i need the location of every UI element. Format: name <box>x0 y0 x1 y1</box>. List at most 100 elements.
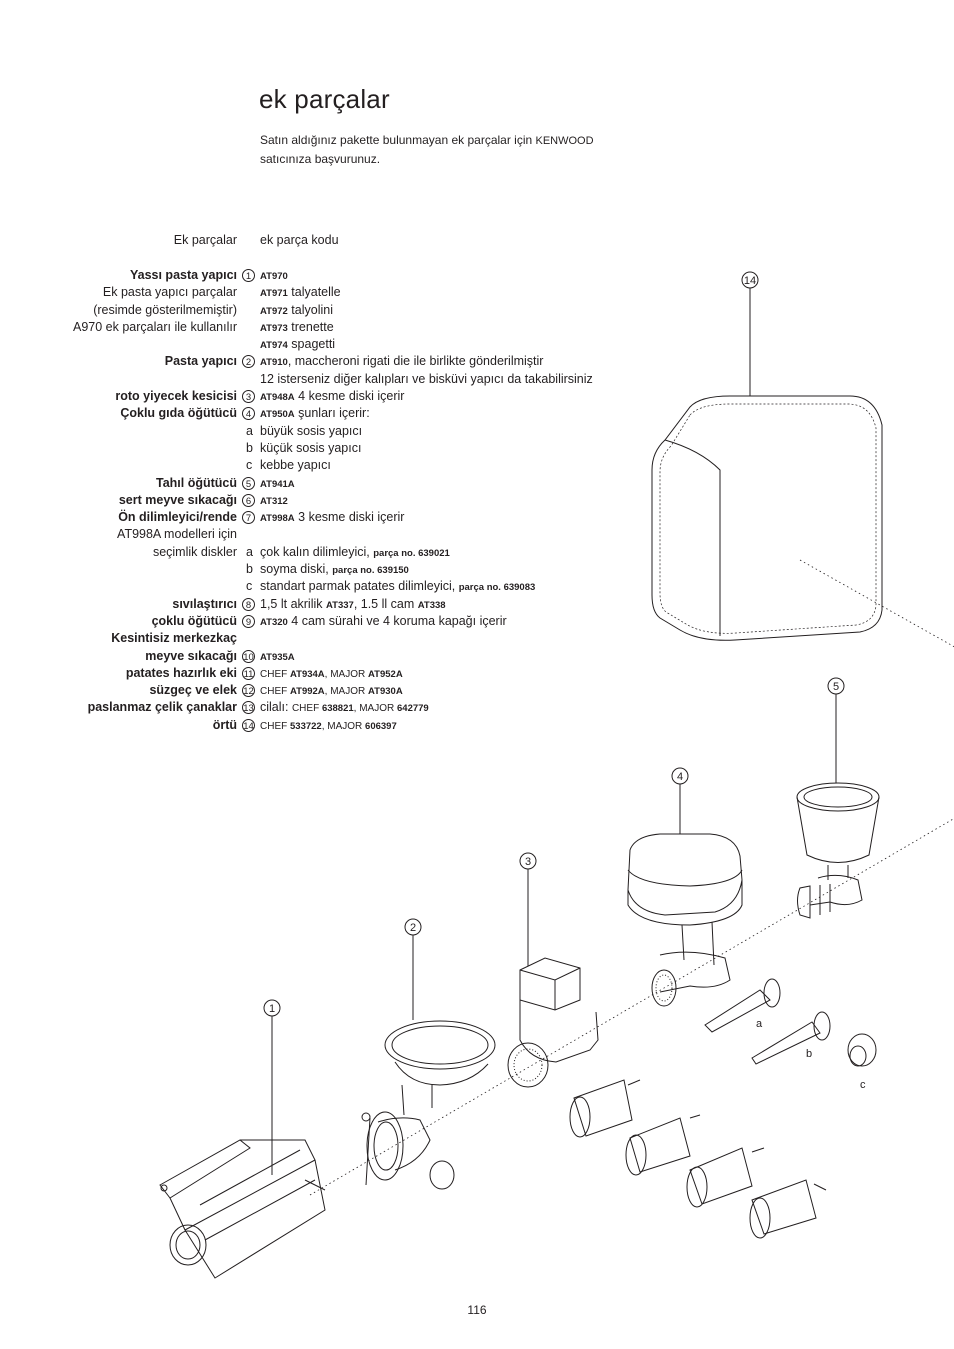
description: 4 cam sürahi ve 4 koruma kapağı içerir <box>287 613 507 628</box>
description-2: , 1.5 ll cam <box>353 596 418 611</box>
grain-mill-illustration <box>796 782 880 919</box>
description: küçük sosis yapıcı <box>260 440 362 455</box>
part-code-major: AT952A <box>368 668 403 680</box>
pasta-maker-illustration <box>361 1020 496 1190</box>
list-item: sıvılaştırıcı 8 1,5 lt akrilik AT337, 1.5 … <box>0 596 954 613</box>
intro-line-2: satıcınıza başvurunuz. <box>260 152 381 166</box>
food-cutter-illustration <box>507 957 827 1239</box>
part-code-text: CHEF 533722, MAJOR 606397 <box>260 717 397 735</box>
sub-item-letter: c <box>246 458 253 473</box>
part-code-text: 12 isterseniz diğer kalıpları ve bisküvi… <box>260 371 593 388</box>
description: , maccheroni rigati die ile birlikte gön… <box>287 354 544 369</box>
part-name: sıvılaştırıcı <box>172 596 237 611</box>
model-chef: CHEF <box>260 686 290 698</box>
part-number: parça no. 639083 <box>458 582 536 594</box>
part-code-text: AT950A şunları içerir: <box>260 405 370 423</box>
list-item: a büyük sosis yapıcı <box>0 423 954 440</box>
part-name: patates hazırlık eki <box>125 665 237 680</box>
model-major: , MAJOR <box>353 703 397 715</box>
callout-4-label: 4 <box>677 771 683 783</box>
part-name: sert meyve sıkacağı <box>118 492 237 507</box>
model-chef: CHEF <box>260 720 290 732</box>
part-code-text: kebbe yapıcı <box>260 457 331 474</box>
item-number-badge: 2 <box>242 355 255 369</box>
part-code-text: AT320 4 cam sürahi ve 4 koruma kapağı iç… <box>260 613 507 631</box>
description: büyük sosis yapıcı <box>260 423 363 438</box>
part-code-text: AT312 <box>260 492 288 510</box>
description: 12 isterseniz diğer kalıpları ve bisküvi… <box>260 371 593 386</box>
part-code-acrylic: AT337 <box>326 599 354 611</box>
part-code: AT948A <box>260 392 295 404</box>
model-chef: CHEF <box>260 668 290 680</box>
part-code-text: küçük sosis yapıcı <box>260 440 361 457</box>
description: 3 kesme diski içerir <box>294 510 405 525</box>
part-code: AT950A <box>260 409 295 421</box>
part-code-text: CHEF AT992A, MAJOR AT930A <box>260 682 403 700</box>
pasta-roller-illustration <box>159 1139 326 1279</box>
item-number-badge: 3 <box>242 390 255 404</box>
description: standart parmak patates dilimleyici, <box>260 579 459 594</box>
part-code-major: AT930A <box>368 686 403 698</box>
item-number-badge: 8 <box>242 597 255 611</box>
list-item: sert meyve sıkacağı 6 AT312 <box>0 492 954 509</box>
part-code: AT312 <box>260 495 288 507</box>
sub-item-letter: a <box>246 423 253 438</box>
part-code: AT972 <box>260 305 288 317</box>
model-chef: CHEF <box>291 703 322 715</box>
part-number: parça no. 639150 <box>332 565 409 577</box>
part-code-glass: AT338 <box>417 599 446 611</box>
item-number-badge: 1 <box>242 269 255 282</box>
part-code-text: AT941A <box>260 475 295 493</box>
list-item: çoklu öğütücü 9 AT320 4 cam sürahi ve 4 ko… <box>0 613 954 630</box>
item-number-badge: 12 <box>242 684 255 698</box>
description: soyma diski, <box>260 562 333 577</box>
description: talyolini <box>287 302 333 317</box>
list-item: c kebbe yapıcı <box>0 457 954 474</box>
description: 1,5 lt akrilik <box>260 596 326 611</box>
part-name: (resimde gösterilmemiştir) <box>93 302 237 317</box>
list-item: AT974 spagetti <box>0 336 954 353</box>
page-number: 116 <box>467 1303 487 1317</box>
item-number-badge: 9 <box>242 614 255 628</box>
part-name: çoklu öğütücü <box>151 613 237 628</box>
item-number-badge: 10 <box>242 649 255 663</box>
callout-5-circle <box>827 677 845 695</box>
column-header-left: Ek parçalar <box>173 233 237 247</box>
callout-1-circle <box>263 999 281 1017</box>
description: spagetti <box>287 337 336 352</box>
intro-line-1: Satın aldığınız pakette bulunmayan ek pa… <box>260 133 536 147</box>
part-number: parça no. 639021 <box>373 547 450 559</box>
callout-5-label: 5 <box>833 681 839 693</box>
sub-item-letter: b <box>246 440 253 455</box>
part-code: 533722 <box>290 720 322 732</box>
part-name: A970 ek parçaları ile kullanılır <box>73 319 237 334</box>
part-code-text: CHEF AT934A, MAJOR AT952A <box>260 665 403 683</box>
item-number-badge: 4 <box>242 407 255 421</box>
list-item: b küçük sosis yapıcı <box>0 440 954 457</box>
description: şunları içerir: <box>294 406 370 421</box>
list-item: (resimde gösterilmemiştir) AT972 talyolin… <box>0 302 954 319</box>
callout-2-label: 2 <box>410 922 416 934</box>
part-code-text: cilalı: CHEF 638821, MAJOR 642779 <box>260 699 429 717</box>
part-code-text: AT972 talyolini <box>260 302 333 320</box>
part-code-text: AT974 spagetti <box>260 336 335 354</box>
item-number-badge: 6 <box>242 493 255 507</box>
callout-2-circle <box>404 918 422 936</box>
part-code-text: çok kalın dilimleyici, parça no. 639021 <box>260 544 450 562</box>
part-name: meyve sıkacağı <box>145 648 237 663</box>
part-code: AT973 <box>260 322 288 334</box>
callout-3-label: 3 <box>525 856 531 868</box>
part-code: 638821 <box>321 703 354 715</box>
part-code-text: AT910, maccheroni rigati die ile birlikt… <box>260 353 543 371</box>
cover-illustration <box>651 395 883 641</box>
part-code: AT941A <box>260 478 295 490</box>
option-c-label: c <box>860 1079 866 1091</box>
